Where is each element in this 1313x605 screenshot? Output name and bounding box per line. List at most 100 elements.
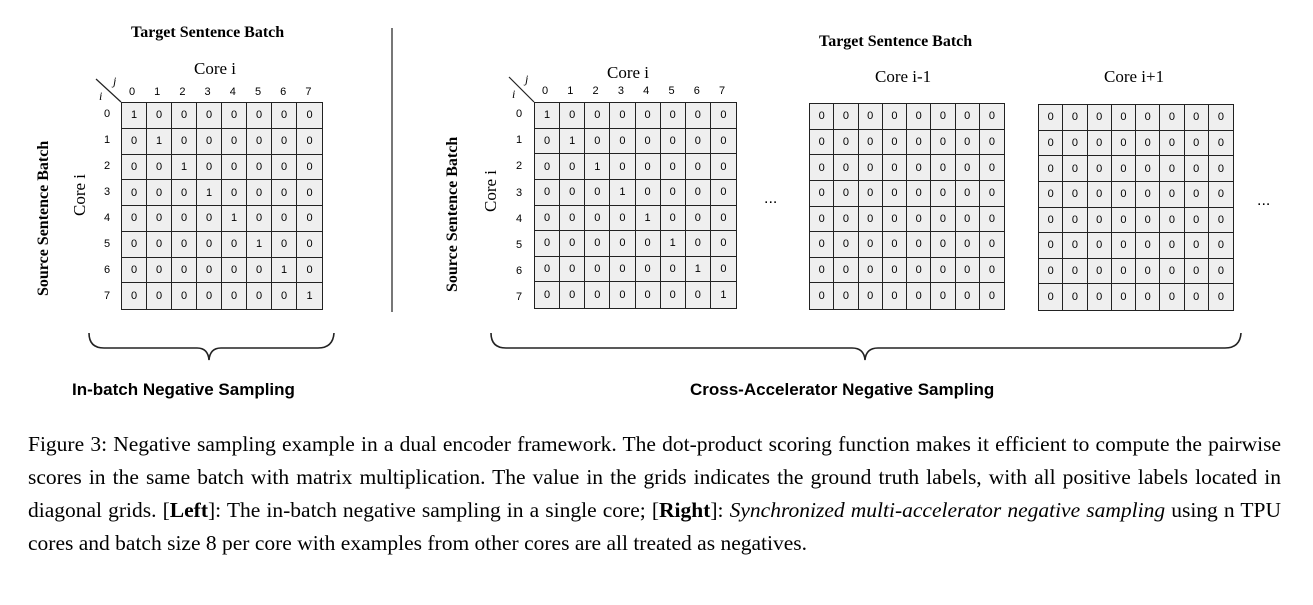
left-grid-cell: 0: [222, 283, 247, 309]
right-column-index: 0: [541, 85, 549, 97]
core-i-minus-1-grid-cell: 0: [834, 180, 859, 207]
core-i-plus-1-grid-cell: 0: [1160, 130, 1185, 157]
core-i-minus-1-grid-cell: 0: [810, 104, 835, 130]
core-i-plus-1-grid-cell: 0: [1136, 181, 1161, 208]
left-grid-cell: 0: [247, 180, 272, 206]
left-row-index: 4: [103, 212, 111, 224]
core-i-minus-1-grid-cell: 0: [858, 129, 883, 156]
right-column-index: 4: [643, 85, 650, 97]
left-column-core-label: Core i: [194, 59, 237, 78]
core-i-grid-cell: 0: [585, 103, 611, 129]
core-i-minus-1-grid-cell: 0: [979, 130, 1004, 156]
core-i-plus-1-grid-cell: 0: [1208, 156, 1233, 182]
core-i-plus-1-grid-cell: 0: [1111, 130, 1136, 157]
core-i-plus-1-grid-cell: 0: [1136, 105, 1161, 131]
left-row-index: 0: [103, 108, 111, 120]
left-row-index: 1: [103, 134, 111, 146]
core-i-plus-1-grid-cell: 0: [1160, 207, 1185, 234]
core-i-grid-cell: 0: [585, 128, 611, 155]
core-i-minus-1-grid-cell: 0: [956, 283, 980, 309]
left-row-index: 3: [103, 186, 111, 198]
left-grid-cell: 0: [222, 103, 247, 129]
core-i-grid-cell: 1: [610, 179, 636, 206]
left-grid-cell: 0: [122, 128, 147, 155]
core-i-minus-1-grid-cell: 0: [931, 129, 956, 156]
right-target-title: Target Sentence Batch: [819, 33, 973, 50]
core-i-plus-1-grid-cell: 0: [1111, 105, 1136, 131]
core-i-minus-1-grid-cell: 0: [955, 206, 980, 233]
core-i-minus-1-grid-cell: 0: [907, 104, 932, 130]
left-grid-cell: 0: [272, 283, 297, 309]
right-row-index: 5: [515, 239, 523, 251]
core-i-grid-cell: 0: [560, 154, 586, 180]
left-grid-cell: 1: [197, 180, 222, 206]
core-i-plus-1-grid-cell: 0: [1217, 291, 1224, 304]
core-i-grid-cell: 0: [635, 256, 661, 283]
right-column-index: 5: [668, 85, 675, 97]
core-i-label: Core i: [607, 63, 650, 82]
core-i-grid-cell: 0: [535, 282, 561, 308]
caption-right-colon: :: [717, 498, 730, 522]
core-i-minus-1-grid-cell: 0: [834, 155, 859, 181]
right-row-index: 7: [515, 291, 523, 304]
core-i-grid-cell: 0: [710, 129, 736, 155]
core-i-grid-cell: 0: [585, 179, 611, 206]
core-i-plus-1-grid-cell: 0: [1039, 156, 1064, 182]
right-section-label: Cross-Accelerator Negative Sampling: [690, 380, 995, 399]
core-i-grid-cell: 0: [635, 103, 661, 129]
core-i-grid-cell: 0: [560, 205, 586, 232]
left-column-index: 3: [204, 86, 211, 98]
left-grid-cell: 0: [222, 180, 247, 206]
core-i-grid-cell: 0: [585, 205, 611, 232]
core-i-minus-1-grid-cell: 0: [810, 232, 835, 258]
core-i-minus-1-grid-cell: 0: [810, 283, 835, 309]
left-grid-cell: 0: [247, 103, 272, 129]
left-grid-cell: 0: [147, 206, 172, 232]
core-i-minus-1-grid-cell: 0: [882, 232, 907, 258]
left-grid-cell: 0: [272, 128, 297, 155]
core-i-plus-1-grid-cell: 0: [1136, 233, 1161, 259]
core-i-plus-1-grid-cell: 0: [1208, 182, 1233, 208]
core-i-grid-cell: 0: [535, 179, 561, 206]
core-i-minus-1-grid-cell: 0: [858, 104, 883, 130]
left-grid-cell: 0: [197, 154, 222, 181]
core-i-minus-1-grid-cell: 0: [979, 181, 1004, 207]
left-grid-cell: 0: [147, 231, 172, 258]
core-i-grid-cell: 1: [720, 289, 727, 302]
core-i-grid-cell: 0: [585, 256, 611, 283]
core-i-plus-1-grid-cell: 0: [1039, 181, 1064, 208]
left-target-title: Target Sentence Batch: [131, 24, 285, 41]
core-i-minus-1-grid-cell: 0: [858, 206, 883, 233]
core-i-grid-cell: 0: [636, 282, 661, 308]
left-grid-cell: 0: [247, 128, 272, 155]
core-i-grid-cell: 1: [585, 154, 611, 180]
core-i-minus-1-grid-cell: 0: [810, 206, 835, 233]
caption-right-tag: Right: [658, 498, 711, 522]
core-i-plus-1-grid-cell: 0: [1087, 233, 1112, 259]
left-grid-cell: 0: [122, 180, 147, 206]
left-grid-cell: 0: [297, 129, 322, 155]
core-i-grid-cell: 0: [610, 282, 636, 308]
left-grid-cell: 0: [197, 103, 222, 129]
left-grid-cell: 0: [122, 154, 147, 181]
left-grid-cell: 0: [272, 206, 297, 232]
right-column-index: 1: [567, 85, 574, 97]
left-grid-cell: 0: [272, 180, 297, 206]
right-column-index: 7: [719, 85, 726, 97]
core-i-minus-1-grid-cell: 0: [858, 232, 883, 258]
core-i-grid-cell: 0: [535, 231, 561, 257]
core-i-plus-1-grid-cell: 0: [1160, 156, 1185, 182]
core-i-grid-cell: 0: [560, 256, 586, 283]
core-i-plus-1-grid-cell: 0: [1160, 181, 1185, 208]
figure-caption: Figure 3: Negative sampling example in a…: [28, 428, 1281, 560]
core-i-minus-1-grid-cell: 0: [907, 155, 932, 181]
left-row-index: 7: [103, 290, 111, 302]
core-i-minus-1-grid-cell: 0: [931, 155, 956, 181]
left-row-index: 6: [103, 264, 111, 276]
left-grid-cell: 0: [247, 283, 272, 309]
core-i-grid-cell: 0: [685, 205, 711, 232]
right-corner-j: j: [525, 72, 529, 86]
left-row-index: 2: [103, 160, 111, 172]
core-i-plus-1-grid-cell: 0: [1088, 284, 1112, 310]
core-i-plus-1-grid-cell: 0: [1087, 105, 1112, 131]
